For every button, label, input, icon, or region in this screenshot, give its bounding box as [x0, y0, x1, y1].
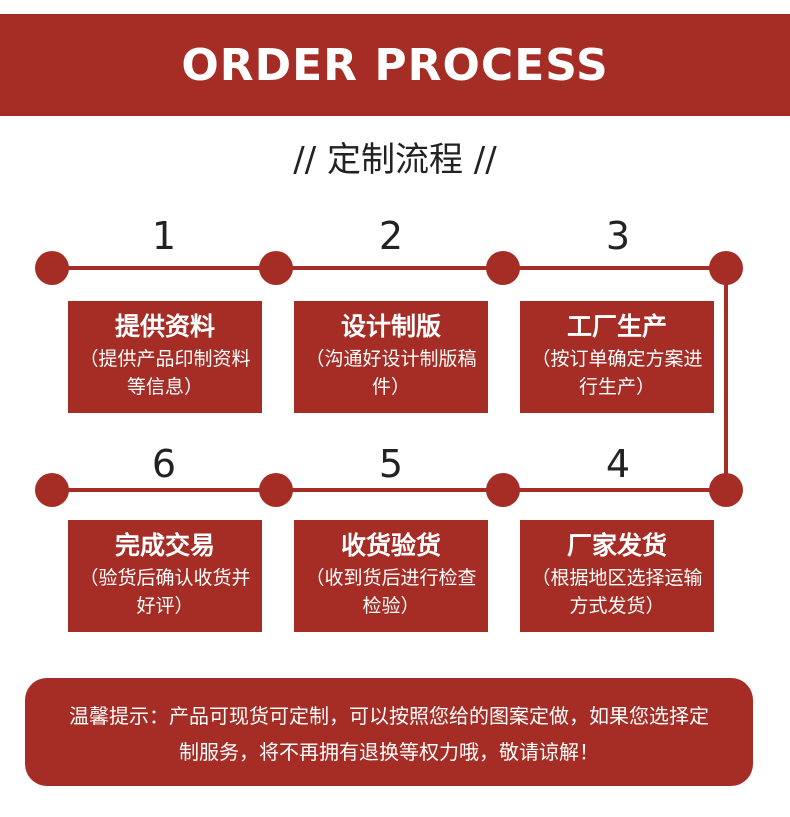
notice-box: 温馨提示：产品可现货可定制，可以按照您给的图案定做，如果您选择定制服务，将不再拥… [25, 678, 753, 786]
notice-text: 温馨提示：产品可现货可定制，可以按照您给的图案定做，如果您选择定制服务，将不再拥… [69, 704, 709, 764]
timeline-line-bottom [52, 488, 728, 492]
step-description: （根据地区选择运输方式发货） [531, 567, 703, 617]
header-banner: ORDER PROCESS [0, 14, 790, 116]
step-card-6: 完成交易 （验货后确认收货并好评） [68, 520, 262, 632]
step-number-4: 4 [605, 442, 631, 486]
step-title: 收货验货 [340, 531, 441, 560]
step-title: 提供资料 [114, 312, 215, 341]
timeline-dot [259, 473, 293, 507]
section-subtitle: // 定制流程 // [293, 140, 497, 180]
step-title: 厂家发货 [566, 531, 667, 560]
timeline-dot [709, 473, 743, 507]
step-card-2: 设计制版 （沟通好设计制版稿件） [294, 301, 488, 413]
step-number-3: 3 [605, 214, 631, 258]
step-number-5: 5 [378, 442, 404, 486]
timeline-line-right [724, 266, 728, 492]
step-description: （按订单确定方案进行生产） [531, 348, 703, 398]
timeline-dot [35, 473, 69, 507]
timeline-dot [259, 251, 293, 285]
step-card-4: 厂家发货 （根据地区选择运输方式发货） [520, 520, 714, 632]
step-card-5: 收货验货 （收到货后进行检查检验） [294, 520, 488, 632]
step-description: （沟通好设计制版稿件） [305, 348, 477, 398]
step-number-2: 2 [378, 214, 404, 258]
page-title: ORDER PROCESS [181, 39, 609, 91]
step-card-3: 工厂生产 （按订单确定方案进行生产） [520, 301, 714, 413]
timeline-dot [35, 251, 69, 285]
step-card-1: 提供资料 （提供产品印制资料等信息） [68, 301, 262, 413]
timeline-dot [486, 473, 520, 507]
step-description: （提供产品印制资料等信息） [79, 348, 251, 398]
step-title: 完成交易 [114, 531, 215, 560]
timeline-dot [486, 251, 520, 285]
step-description: （验货后确认收货并好评） [79, 567, 251, 617]
step-title: 设计制版 [340, 312, 441, 341]
step-number-6: 6 [151, 442, 177, 486]
timeline-dot [709, 251, 743, 285]
timeline-line-top [52, 266, 728, 270]
step-title: 工厂生产 [566, 312, 667, 341]
step-number-1: 1 [151, 214, 177, 258]
step-description: （收到货后进行检查检验） [305, 567, 477, 617]
